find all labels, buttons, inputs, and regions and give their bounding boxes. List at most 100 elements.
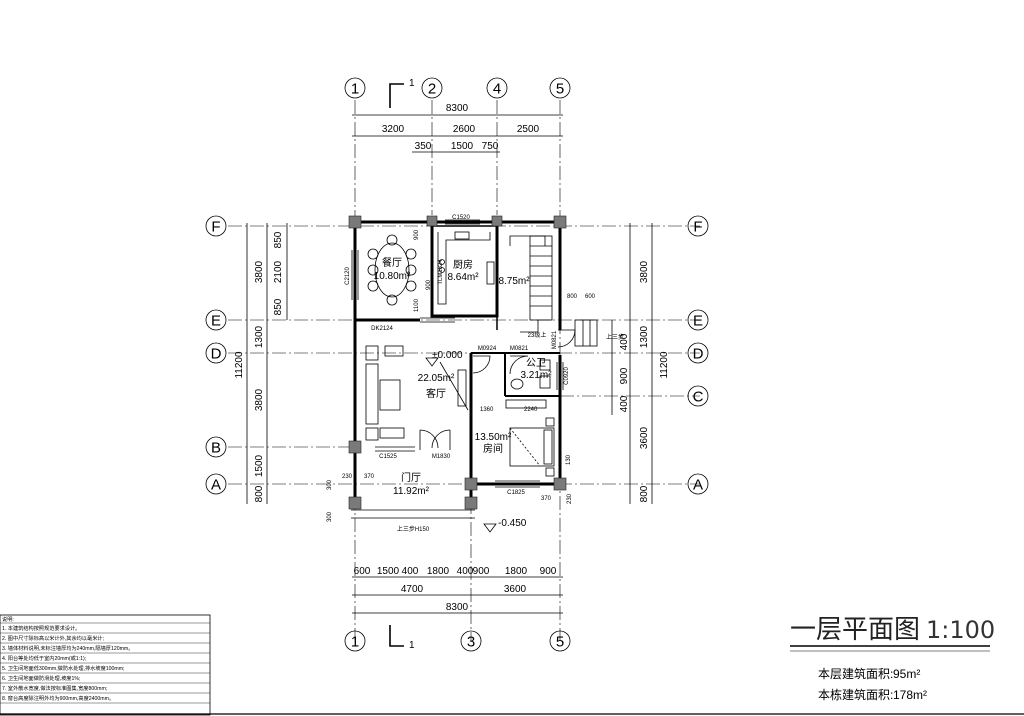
floor-area-value: 95m² <box>893 667 920 681</box>
living-room-furniture <box>365 345 469 441</box>
drawing-title: 一层平面图 <box>790 615 920 645</box>
dim-top-span-3: 2500 <box>517 124 540 135</box>
dim-misc-230-right: 230 <box>567 493 573 504</box>
note-line-8: 8. 窗台高度除注明外均为900mm,高度2400mm。 <box>2 694 114 702</box>
axis-left-E: E <box>211 313 221 330</box>
dim-misc-370-left: 370 <box>364 474 375 480</box>
axis-top-2: 2 <box>428 81 436 98</box>
dim-right-inner-2: 900 <box>619 367 630 384</box>
dim-bottom-total: 8300 <box>446 602 469 613</box>
room-name-kitchen: 厨房 <box>453 258 473 271</box>
tag-c1525: C1525 <box>379 454 397 460</box>
elevation-zero: ±0.000 <box>432 350 463 361</box>
room-name-dining: 餐厅 <box>382 256 402 269</box>
opening-tags: C1520 C2120 TLM1824 DK2124 M0924 M0821 M… <box>345 215 624 533</box>
dim-misc-370-right: 370 <box>541 496 552 502</box>
doors <box>419 317 576 450</box>
section-number-bottom: 1 <box>409 640 415 651</box>
grid-lines <box>228 100 700 640</box>
axis-top-1: 1 <box>351 81 359 98</box>
axis-bottom-3: 3 <box>467 634 475 651</box>
room-area-dining: 10.80m² <box>374 271 411 282</box>
tag-stair-up: 23级上 <box>528 331 547 339</box>
dim-left-outer-5: 800 <box>254 485 265 502</box>
axis-left-A: A <box>211 477 221 494</box>
dim-misc-2240: 2240 <box>524 407 538 413</box>
dim-left-outer-3: 3800 <box>254 388 265 411</box>
dim-left-outer-1: 3800 <box>254 260 265 283</box>
tag-c2120: C2120 <box>345 267 351 285</box>
axis-top-4: 4 <box>493 81 501 98</box>
tag-m0924: M0924 <box>478 346 497 352</box>
axis-right-C: C <box>693 389 704 406</box>
bedroom-bed <box>509 417 555 477</box>
dim-misc-300-b: 300 <box>327 511 333 522</box>
room-name-bedroom: 房间 <box>483 442 503 455</box>
room-area-foyer: 11.92m² <box>393 486 430 497</box>
axis-bubbles-top: 1 2 4 5 <box>344 77 571 99</box>
tag-c0920: C0920 <box>564 367 570 385</box>
room-area-kitchen: 8.64m² <box>447 272 479 283</box>
note-line-6: 6. 卫生间地面做防滑处理,坡度1%; <box>2 674 80 682</box>
dim-bottom-span-2: 3600 <box>504 584 527 595</box>
misc-dimension-labels: 230 370 300 300 130 370 230 1360 2240 80… <box>327 229 596 522</box>
total-area-value: 178m² <box>893 688 927 702</box>
axis-bottom-5: 5 <box>556 634 564 651</box>
dim-bottom-3: 400 <box>402 566 419 577</box>
dim-misc-130: 130 <box>566 454 572 465</box>
dim-bottom-8: 900 <box>540 566 557 577</box>
columns <box>348 215 567 510</box>
dim-top-sub-2: 1500 <box>451 141 474 152</box>
dim-left-inner-2: 2100 <box>273 260 284 283</box>
axis-left-B: B <box>211 440 221 457</box>
drawing-scale: 1:100 <box>926 616 995 644</box>
dim-misc-1360: 1360 <box>480 407 494 413</box>
bathroom-fixtures <box>505 359 551 409</box>
title-block: 一层平面图 1:100 本层建筑面积: 95m² 本栋建筑面积: 178m² <box>790 615 995 702</box>
dim-left-outer-4: 1500 <box>254 454 265 477</box>
tag-m0821-side: M0821 <box>552 330 558 349</box>
axis-right-F: F <box>693 219 702 236</box>
dim-right-total: 11200 <box>659 351 670 379</box>
note-line-1: 1. 本建筑结构按照规范要求设计。 <box>2 624 80 632</box>
note-line-3: 3. 墙体材料说明,未标注墙厚均为240mm,隔墙厚120mm。 <box>2 644 133 652</box>
axis-right-E: E <box>693 313 703 330</box>
tag-dk2124: DK2124 <box>371 326 393 332</box>
axis-right-A: A <box>693 477 703 494</box>
dim-right-outer-1: 3800 <box>639 260 650 283</box>
dim-left-total: 11200 <box>234 351 245 379</box>
dim-misc-600: 600 <box>585 294 596 300</box>
room-area-stairwell: 8.75m² <box>498 276 530 287</box>
tag-ramp-side: 上三步 <box>606 333 624 341</box>
note-line-5: 5. 卫生间地面低300mm,做防水处理,排水坡度100mm; <box>2 664 125 672</box>
tag-tlm1824: TLM1824 <box>438 259 444 285</box>
note-line-4: 4. 阳台等处均低于室内20mm(或1:1); <box>2 654 86 662</box>
dim-top-sub-1: 350 <box>415 141 432 152</box>
dim-left-outer-2: 1300 <box>254 325 265 348</box>
axis-bubbles-left: F E D B A <box>205 215 227 495</box>
axis-right-D: D <box>693 346 704 363</box>
tag-c1520: C1520 <box>452 215 470 221</box>
dim-right-inner-1: 400 <box>619 333 630 350</box>
right-dimension-labels: 400 900 400 3800 1300 3600 800 11200 <box>619 260 670 502</box>
dim-right-inner-3: 400 <box>619 395 630 412</box>
room-area-bath: 3.21m² <box>520 370 552 381</box>
dimension-lines <box>246 114 653 614</box>
axis-bubbles-bottom: 1 3 5 <box>344 630 571 652</box>
tag-m0821-bath: M0821 <box>510 346 529 352</box>
note-line-7: 7. 室外散水宽度,做法按标准图集,宽度800mm; <box>2 684 107 692</box>
left-dimension-labels: 850 2100 850 3800 1300 3800 1500 800 112… <box>234 231 284 502</box>
notes-heading: 说明: <box>2 615 14 623</box>
dim-bottom-span-1: 4700 <box>401 584 424 595</box>
axis-bubbles-right: F E D C A <box>687 215 709 495</box>
dim-top-sub-3: 750 <box>482 141 499 152</box>
dining-table <box>367 234 417 306</box>
dim-top-span-1: 3200 <box>382 124 405 135</box>
dim-right-outer-3: 3600 <box>639 426 650 449</box>
notes-box: 说明: 1. 本建筑结构按照规范要求设计。 2. 图中尺寸除标高以米计外,其余均… <box>0 614 211 716</box>
floor-area-label: 本层建筑面积: <box>818 666 893 681</box>
dim-misc-900-b: 900 <box>426 279 432 290</box>
dim-misc-900-a: 900 <box>414 229 420 240</box>
elevation-minus: -0.450 <box>498 518 527 529</box>
